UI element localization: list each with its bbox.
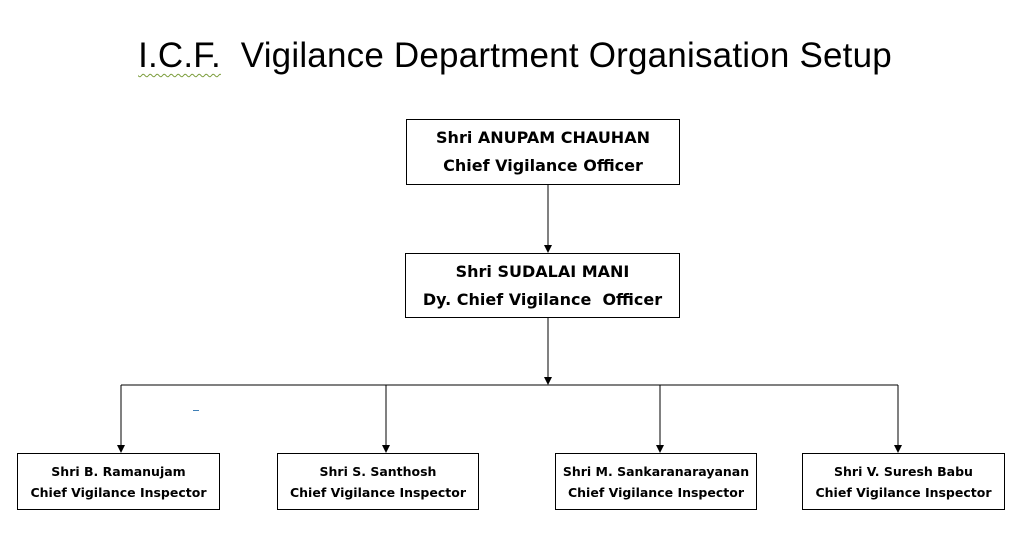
node-name: Shri S. Santhosh xyxy=(319,463,437,479)
node-name: Shri B. Ramanujam xyxy=(51,463,186,479)
node-inspector-3: Shri M. Sankaranarayanan Chief Vigilance… xyxy=(555,453,757,510)
node-dy-chief-vigilance-officer: Shri SUDALAI MANI Dy. Chief Vigilance Of… xyxy=(405,253,680,318)
node-designation: Chief Vigilance Inspector xyxy=(30,484,207,500)
node-designation: Dy. Chief Vigilance Officer xyxy=(422,289,663,309)
node-name: Shri SUDALAI MANI xyxy=(455,261,630,281)
node-inspector-2: Shri S. Santhosh Chief Vigilance Inspect… xyxy=(277,453,479,510)
stray-mark xyxy=(193,410,199,411)
title-abbreviation: I.C.F. xyxy=(138,36,221,75)
node-chief-vigilance-officer: Shri ANUPAM CHAUHAN Chief Vigilance Offi… xyxy=(406,119,680,185)
title-text: Vigilance Department Organisation Setup xyxy=(220,36,892,75)
node-designation: Chief Vigilance Inspector xyxy=(567,484,744,500)
node-inspector-1: Shri B. Ramanujam Chief Vigilance Inspec… xyxy=(17,453,220,510)
node-name: Shri M. Sankaranarayanan xyxy=(562,463,750,479)
node-designation: Chief Vigilance Inspector xyxy=(289,484,466,500)
node-designation: Chief Vigilance Officer xyxy=(443,156,643,175)
node-designation: Chief Vigilance Inspector xyxy=(815,484,992,500)
node-inspector-4: Shri V. Suresh Babu Chief Vigilance Insp… xyxy=(802,453,1005,510)
node-name: Shri ANUPAM CHAUHAN xyxy=(436,128,650,147)
page-title: I.C.F. Vigilance Department Organisation… xyxy=(0,36,1030,76)
node-name: Shri V. Suresh Babu xyxy=(834,463,973,479)
